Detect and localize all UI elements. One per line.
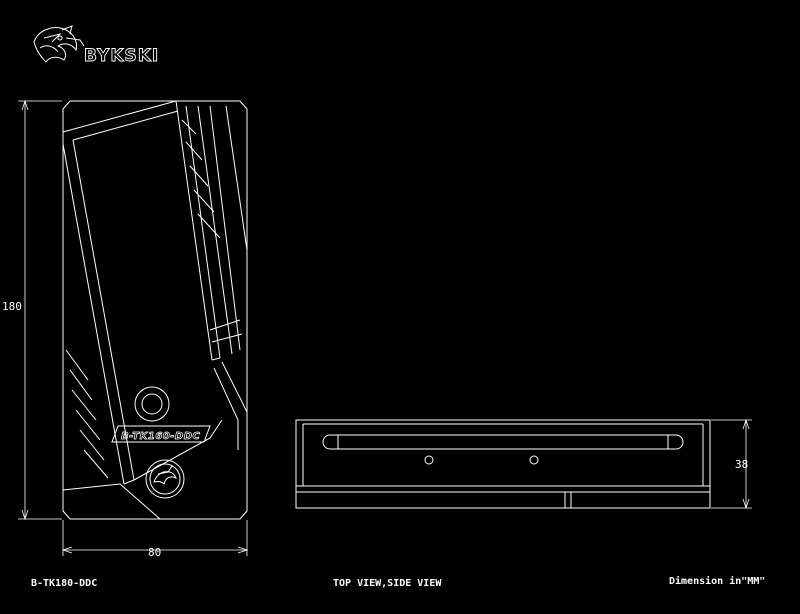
- top-view-width-dimension: [61, 520, 249, 556]
- seal-logo-icon: [145, 459, 185, 499]
- side-view: [295, 419, 711, 509]
- side-view-height-dimension: [711, 418, 752, 510]
- width-dimension-label: 80: [148, 546, 161, 559]
- top-view-label: B-TK160-DDC: [121, 431, 200, 442]
- height-dimension-label: 180: [2, 300, 22, 313]
- brand-name: BYKSKI: [84, 46, 159, 66]
- brand-logo: BYKSKI: [33, 25, 159, 66]
- model-caption: B-TK180-DDC: [31, 578, 97, 589]
- dragon-logo-icon: [33, 25, 85, 63]
- views-caption: TOP VIEW,SIDE VIEW: [333, 578, 442, 589]
- units-caption: Dimension in"MM": [669, 575, 765, 587]
- top-view-height-dimension: [18, 99, 62, 521]
- top-view: [62, 100, 248, 520]
- side-height-dimension-label: 38: [735, 458, 748, 471]
